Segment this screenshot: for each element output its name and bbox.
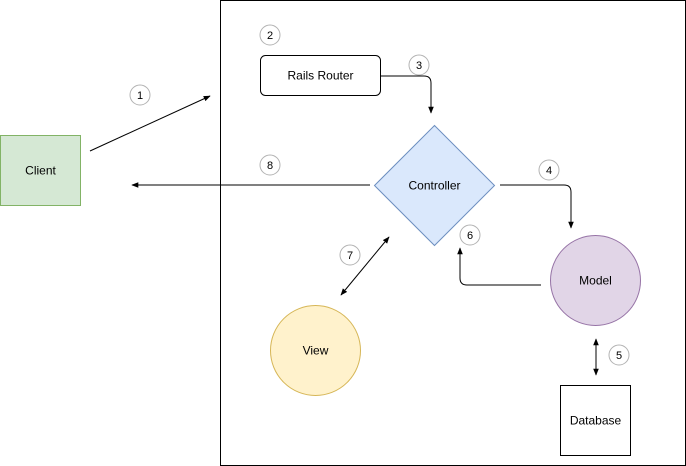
- step-number: 2: [267, 30, 273, 42]
- node-client[interactable]: Client: [0, 135, 81, 206]
- edge-model-to-controller: [457, 247, 541, 286]
- database-label: Database: [570, 414, 622, 428]
- node-rails-router[interactable]: Rails Router: [260, 55, 381, 96]
- node-view[interactable]: View: [270, 305, 361, 396]
- step-number: 5: [616, 350, 622, 362]
- step-badge-4: 4: [538, 159, 560, 181]
- view-label: View: [303, 344, 329, 358]
- step-number: 4: [546, 165, 552, 177]
- step-number: 1: [137, 90, 143, 102]
- edge-router-to-controller: [381, 75, 434, 114]
- edge-controller-view: [340, 236, 390, 296]
- step-badge-2: 2: [259, 24, 281, 46]
- step-number: 6: [467, 230, 473, 242]
- node-model[interactable]: Model: [550, 235, 641, 326]
- router-shape: [260, 55, 381, 96]
- step-number: 8: [267, 160, 273, 172]
- router-label: Rails Router: [287, 69, 353, 83]
- model-label: Model: [579, 274, 612, 288]
- step-number: 3: [416, 60, 422, 72]
- step-badge-5: 5: [608, 344, 630, 366]
- step-badge-6: 6: [459, 224, 481, 246]
- client-label: Client: [25, 164, 56, 178]
- client-shape: [0, 135, 81, 206]
- step-badge-7: 7: [339, 244, 361, 266]
- edge-controller-to-model: [500, 184, 574, 229]
- model-shape: [550, 235, 641, 326]
- controller-shape: [373, 124, 496, 247]
- node-database[interactable]: Database: [560, 385, 631, 456]
- step-badge-8: 8: [259, 154, 281, 176]
- step-badge-3: 3: [408, 54, 430, 76]
- view-shape: [270, 305, 361, 396]
- step-badge-1: 1: [129, 84, 151, 106]
- node-controller[interactable]: Controller: [373, 124, 496, 247]
- step-number: 7: [347, 250, 353, 262]
- edge-client-to-server: [89, 95, 211, 152]
- database-shape: [560, 385, 631, 456]
- controller-label: Controller: [408, 179, 460, 193]
